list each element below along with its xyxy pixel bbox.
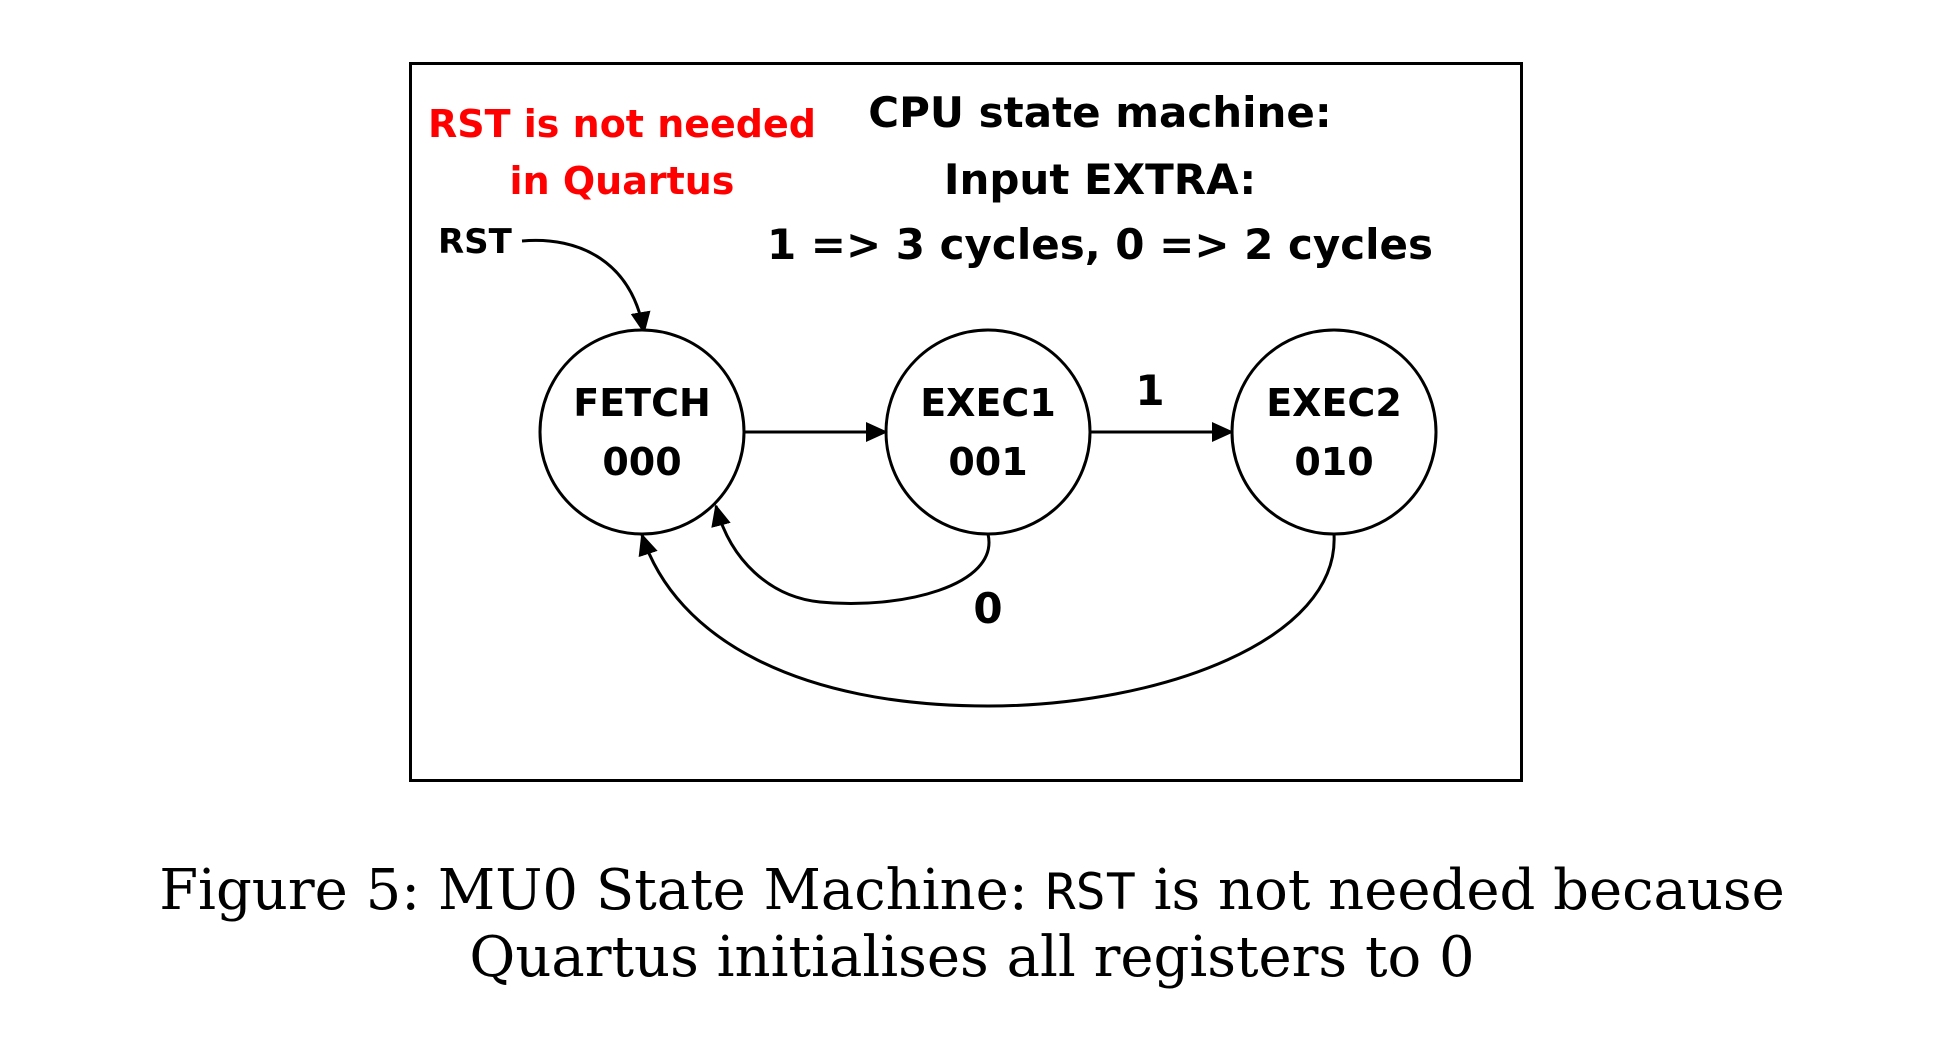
state-exec1-name: EXEC1 (920, 381, 1056, 425)
state-exec1-code: 001 (948, 440, 1027, 484)
state-exec1 (884, 328, 1092, 536)
state-exec2-name: EXEC2 (1266, 381, 1402, 425)
caption-code: RST (1045, 863, 1136, 921)
state-exec2-code: 010 (1294, 440, 1373, 484)
diagram-title-line-2: Input EXTRA: (944, 155, 1256, 204)
diagram-title-line-3: 1 => 3 cycles, 0 => 2 cycles (767, 220, 1433, 269)
state-exec2 (1230, 328, 1438, 536)
diagram-title-line-1: CPU state machine: (868, 88, 1331, 137)
note-line-2: in Quartus (510, 159, 735, 203)
edge-label-1: 1 (1135, 366, 1164, 415)
figure-caption: Figure 5: MU0 State Machine: RST is not … (0, 858, 1944, 991)
state-fetch (538, 328, 746, 536)
state-machine-diagram: RST is not needed in Quartus CPU state m… (428, 88, 1438, 708)
edge-label-0: 0 (973, 584, 1002, 633)
edge-exec2-to-fetch (638, 533, 1336, 708)
state-fetch-code: 000 (602, 440, 681, 484)
rst-label: RST (438, 222, 513, 262)
state-fetch-name: FETCH (573, 381, 711, 425)
caption-line-2: Quartus initialises all registers to 0 (469, 925, 1475, 990)
caption-line-1: Figure 5: MU0 State Machine: RST is not … (0, 858, 1944, 925)
note-line-1: RST is not needed (428, 102, 816, 146)
edge-exec1-to-fetch (711, 504, 991, 606)
caption-prefix: Figure 5: MU0 State Machine: (159, 858, 1046, 923)
rst-arrow (521, 238, 651, 334)
caption-suffix: is not needed because (1135, 858, 1785, 923)
